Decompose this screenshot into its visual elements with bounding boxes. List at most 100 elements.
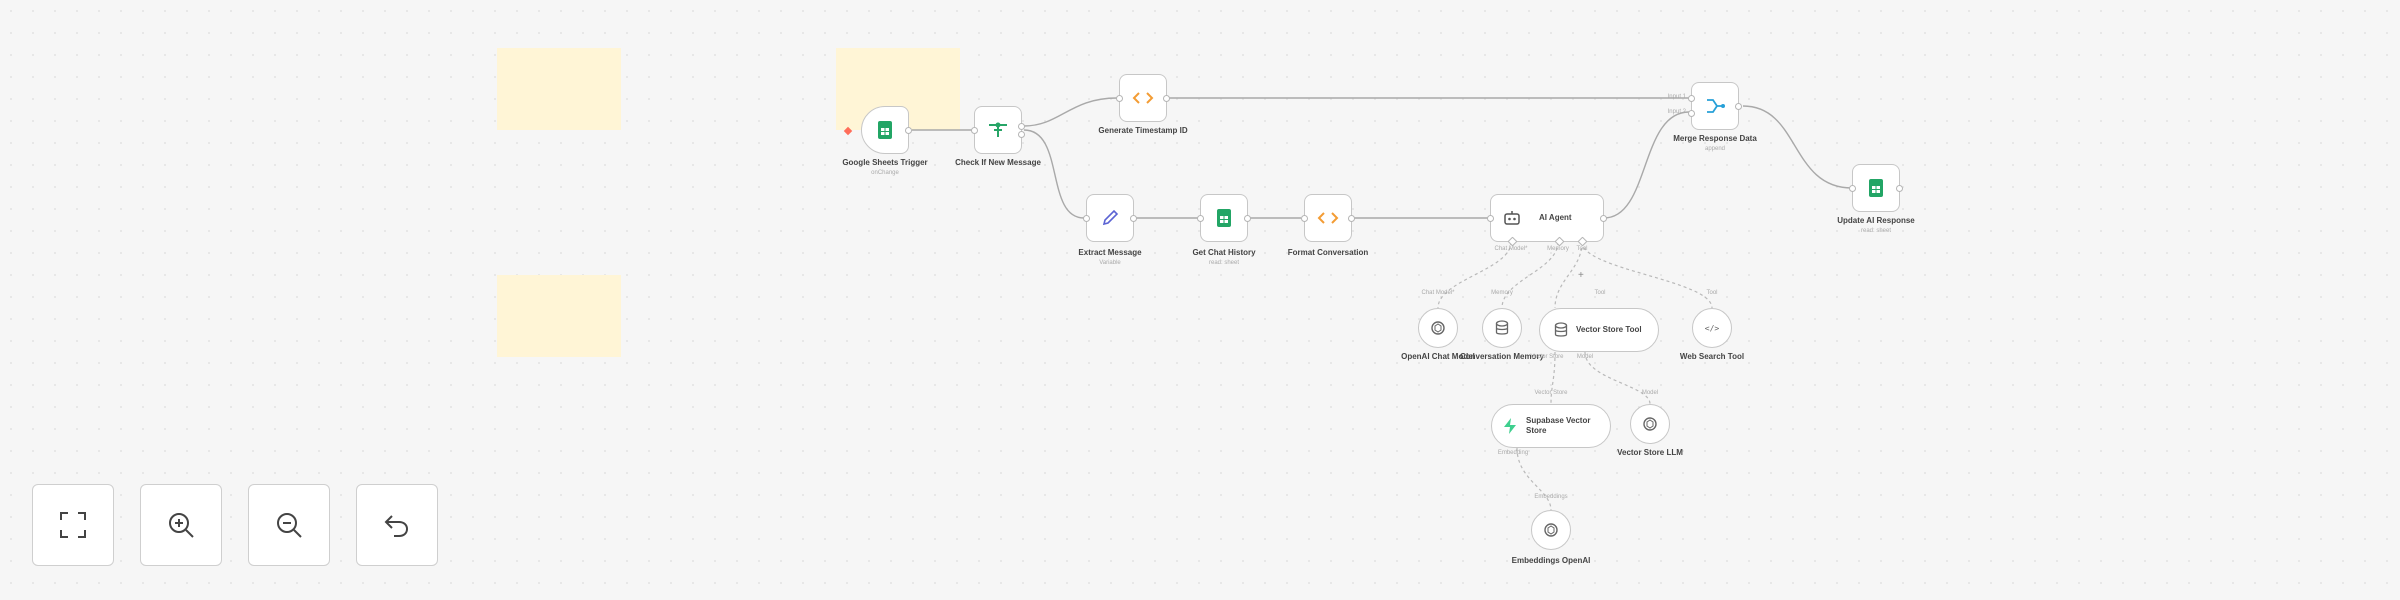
node-merge-response[interactable]	[1688, 82, 1742, 130]
output-port[interactable]	[1018, 131, 1025, 138]
robot-icon	[1504, 211, 1520, 225]
node-openai-chat-model[interactable]	[1418, 308, 1458, 348]
zoom-out-icon	[277, 513, 302, 538]
node-web-search-tool[interactable]: </>	[1692, 308, 1732, 348]
node-label: Vector Store Tool	[1576, 325, 1642, 334]
connection	[1023, 97, 1118, 127]
undo-icon	[384, 515, 409, 537]
pencil-icon	[1102, 209, 1119, 226]
node-conversation-memory[interactable]	[1482, 308, 1522, 348]
node-format-conversation[interactable]	[1301, 194, 1355, 242]
input-port[interactable]	[1116, 95, 1123, 102]
supabase-icon	[1504, 418, 1516, 434]
output-port[interactable]	[1018, 123, 1025, 130]
node-vector-store-llm[interactable]	[1630, 404, 1670, 444]
port-label: Model	[1641, 390, 1659, 396]
node-generate-timestamp[interactable]	[1116, 74, 1170, 122]
database-icon	[1554, 322, 1568, 337]
sticky-note[interactable]	[497, 48, 621, 130]
sub-connection	[1554, 241, 1583, 309]
port-label: Chat Model*	[1421, 290, 1455, 296]
google-sheets-icon	[1217, 209, 1231, 227]
input-port[interactable]	[1197, 215, 1204, 222]
output-port[interactable]	[1735, 103, 1742, 110]
node-label: Conversation Memory	[1459, 352, 1545, 361]
node-label: Embeddings OpenAI	[1511, 556, 1591, 565]
zoom-in-button[interactable]	[140, 484, 222, 566]
node-vector-store-tool[interactable]: Vector Store Tool	[1539, 308, 1659, 352]
output-port[interactable]	[1163, 95, 1170, 102]
input-port[interactable]	[1083, 215, 1090, 222]
port-label: Model	[1576, 354, 1594, 360]
port-label: Embedding	[1497, 450, 1529, 456]
input-port[interactable]	[1301, 215, 1308, 222]
node-supabase-vector-store[interactable]: Supabase Vector Store	[1491, 404, 1611, 448]
node-label: Merge Response Data	[1673, 134, 1757, 143]
port-label: Tool	[1594, 290, 1606, 296]
connection	[1023, 129, 1085, 219]
sub-connection	[1501, 241, 1559, 309]
port-label: Memory	[1491, 290, 1513, 296]
port-label: Input 1	[1667, 94, 1686, 100]
node-update-ai-response[interactable]	[1849, 164, 1903, 212]
node-label: Check If New Message	[955, 158, 1041, 167]
node-label: Vector Store LLM	[1617, 448, 1683, 457]
input-port[interactable]	[1688, 110, 1695, 117]
output-port[interactable]	[1348, 215, 1355, 222]
zoom-in-icon	[169, 513, 194, 538]
database-icon	[1495, 320, 1509, 335]
sub-connection	[1581, 241, 1713, 309]
node-label: Update AI Response	[1837, 216, 1915, 225]
node-sublabel: read: sheet	[1860, 228, 1892, 234]
node-extract-message[interactable]	[1083, 194, 1137, 242]
node-google-sheets-trigger[interactable]	[861, 106, 912, 154]
port-label: Vector Store	[1534, 390, 1568, 396]
connection	[1742, 105, 1853, 189]
input-port[interactable]	[1688, 95, 1695, 102]
node-label: Web Search Tool	[1679, 352, 1745, 361]
output-port[interactable]	[1130, 215, 1137, 222]
openai-icon	[1544, 523, 1558, 537]
port-label: Tool	[1576, 246, 1588, 252]
node-label: Format Conversation	[1287, 248, 1369, 257]
node-sublabel: onChange	[871, 170, 899, 176]
port-label: Vector Store	[1530, 354, 1564, 360]
sub-connection	[1550, 351, 1556, 405]
openai-icon	[1643, 417, 1657, 431]
fit-view-icon	[60, 512, 86, 538]
node-sublabel: read: sheet	[1208, 260, 1240, 266]
node-sublabel: append	[1704, 146, 1726, 152]
undo-button[interactable]	[356, 484, 438, 566]
output-port[interactable]	[905, 127, 912, 134]
code-icon	[1132, 92, 1154, 104]
filter-icon	[989, 122, 1007, 137]
sticky-note[interactable]	[497, 275, 621, 357]
input-port[interactable]	[1849, 185, 1856, 192]
port-label: Tool	[1706, 290, 1718, 296]
node-label: Get Chat History	[1192, 248, 1256, 257]
fit-view-button[interactable]	[32, 484, 114, 566]
code-icon: </>	[1704, 323, 1720, 333]
connection	[1603, 111, 1690, 219]
sub-connection	[1584, 351, 1651, 405]
node-check-new-message[interactable]	[971, 106, 1025, 154]
google-sheets-icon	[878, 121, 892, 139]
node-label: Extract Message	[1078, 248, 1142, 257]
zoom-out-button[interactable]	[248, 484, 330, 566]
add-tool-icon[interactable]: +	[1578, 270, 1584, 281]
output-port[interactable]	[1600, 215, 1607, 222]
node-embeddings-openai[interactable]	[1531, 510, 1571, 550]
node-ai-agent[interactable]: AI Agent	[1487, 194, 1607, 247]
merge-icon	[1707, 99, 1725, 113]
node-sublabel: Variable	[1099, 260, 1121, 266]
output-port[interactable]	[1896, 185, 1903, 192]
output-port[interactable]	[1244, 215, 1251, 222]
node-get-chat-history[interactable]	[1197, 194, 1251, 242]
code-icon	[1317, 212, 1339, 224]
node-label: OpenAI Chat Model	[1401, 352, 1475, 361]
input-port[interactable]	[1487, 215, 1494, 222]
sub-connection	[1516, 447, 1552, 511]
input-port[interactable]	[971, 127, 978, 134]
node-label: AI Agent	[1539, 213, 1572, 222]
